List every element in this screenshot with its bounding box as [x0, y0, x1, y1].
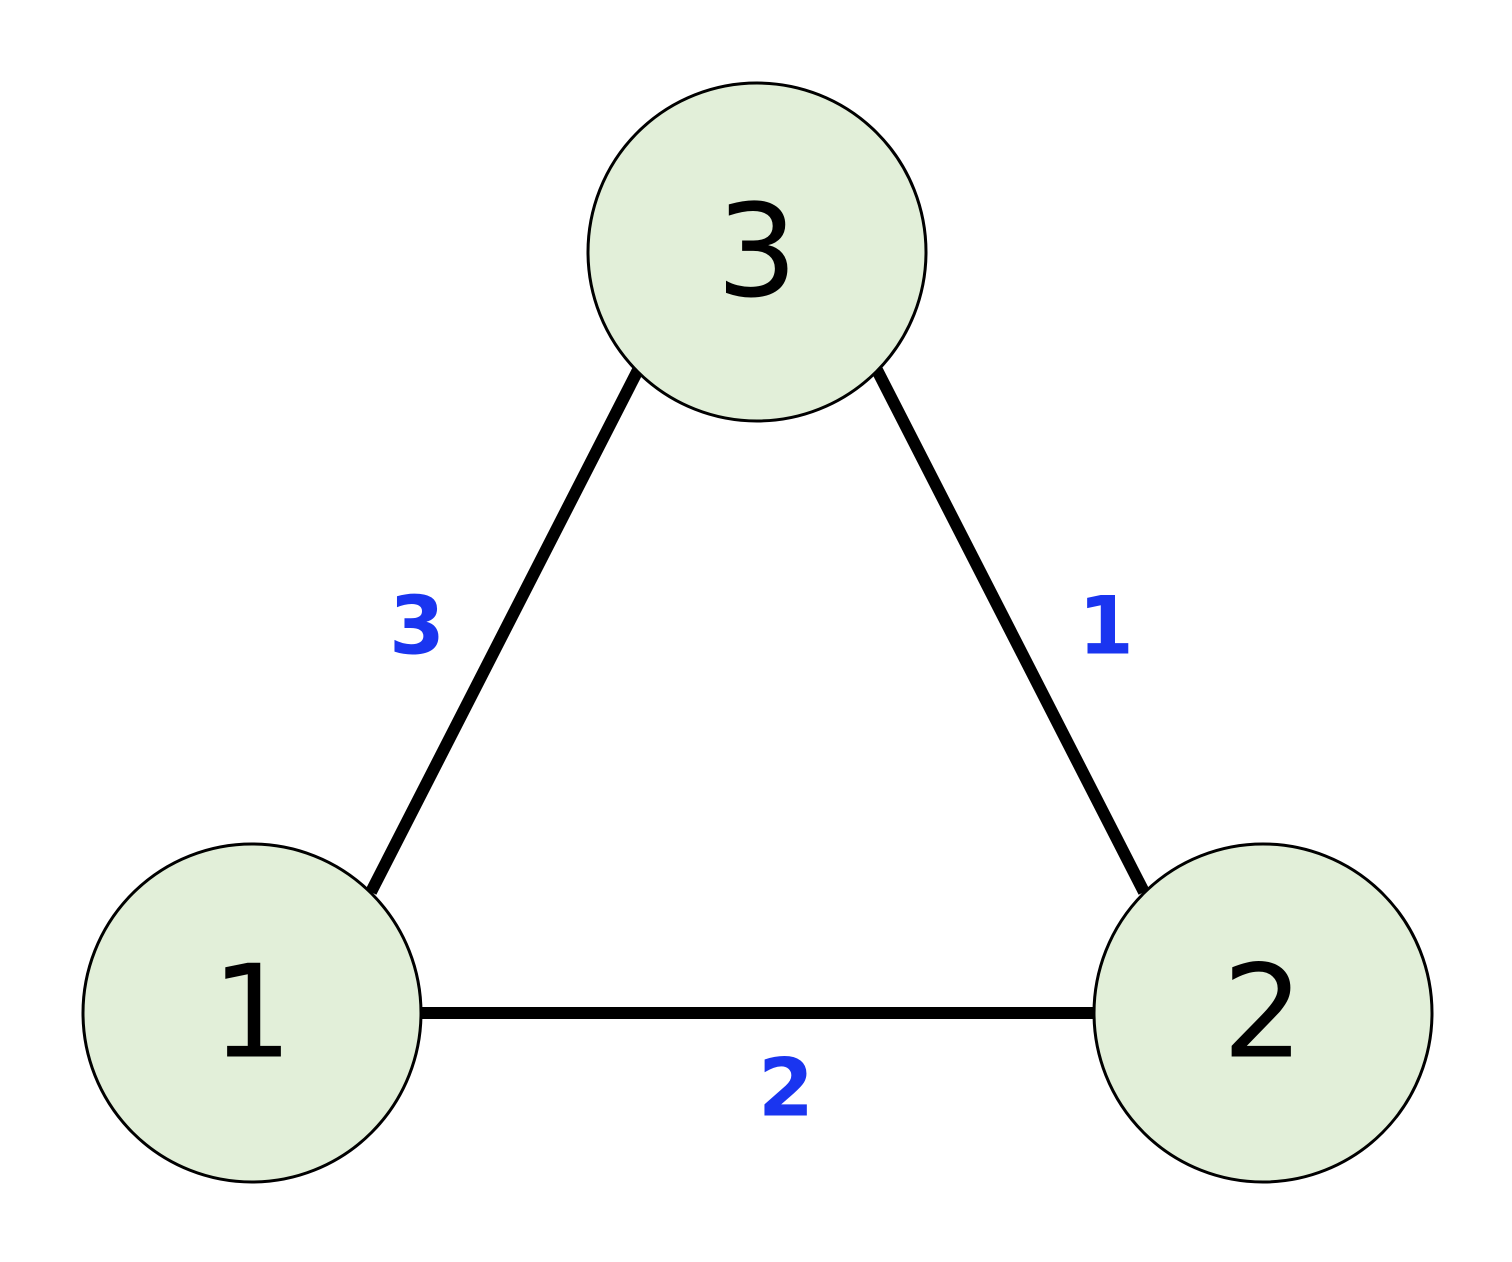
edge-3-2 [871, 367, 1150, 895]
node-2: 2 [1092, 842, 1434, 1184]
node-3: 3 [586, 81, 928, 423]
node-1: 1 [81, 842, 423, 1184]
node-1-label: 1 [211, 939, 292, 1088]
edge-weight-1-2: 2 [758, 1042, 814, 1135]
edge-weight-1-3: 3 [389, 580, 445, 673]
edge-1-3 [365, 367, 644, 895]
node-2-label: 2 [1222, 939, 1303, 1088]
node-1-circle [81, 842, 423, 1184]
edge-weight-3-2: 1 [1078, 580, 1134, 673]
node-3-label: 3 [716, 178, 797, 327]
node-2-circle [1092, 842, 1434, 1184]
node-3-circle [586, 81, 928, 423]
